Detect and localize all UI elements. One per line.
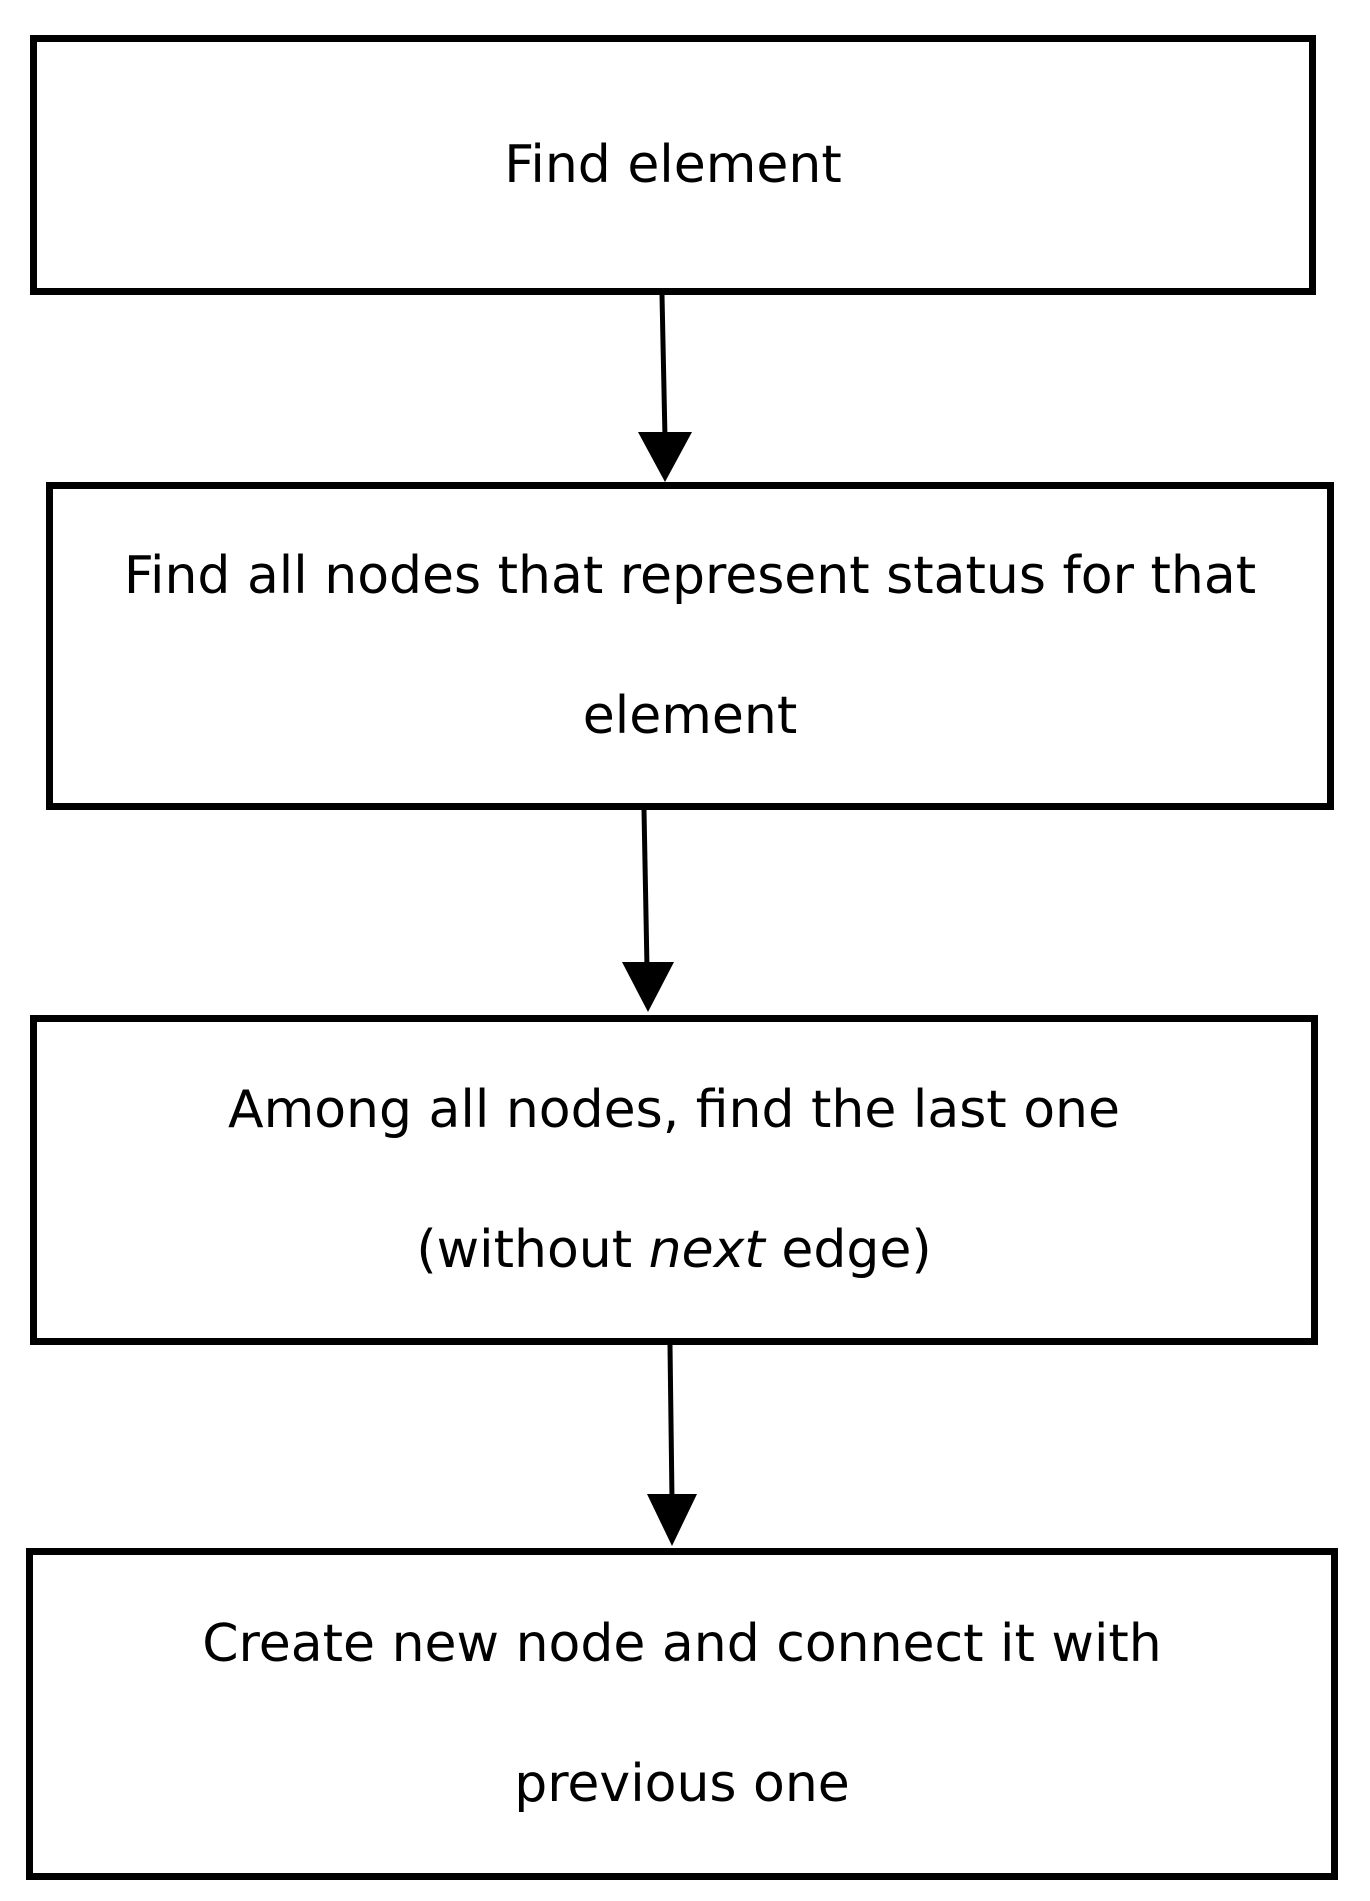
arrow-step3-to-step4-shaft bbox=[667, 1344, 675, 1501]
step-box-find-status-nodes-line1: Find all nodes that represent status for… bbox=[123, 546, 1257, 606]
step-box-find-status-nodes: Find all nodes that represent status for… bbox=[46, 482, 1334, 810]
arrow-step1-to-step2-head bbox=[638, 432, 692, 482]
step-box-find-last-node-line2-after: edge) bbox=[764, 1220, 932, 1280]
step-box-find-element-text: Find element bbox=[504, 135, 842, 195]
step-box-find-last-node-line2: (without next edge) bbox=[416, 1224, 931, 1276]
step-box-find-element: Find element bbox=[30, 35, 1316, 295]
step-box-create-node-line2: previous one bbox=[514, 1754, 850, 1814]
step-box-create-node: Create new node and connect it with prev… bbox=[26, 1548, 1338, 1880]
step-box-find-last-node-line2-before: (without bbox=[416, 1220, 649, 1280]
arrow-step1-to-step2-shaft bbox=[659, 294, 668, 439]
step-box-find-last-node-line2-emphasis: next bbox=[648, 1220, 765, 1280]
step-box-create-node-line1: Create new node and connect it with bbox=[202, 1614, 1162, 1674]
arrow-step3-to-step4 bbox=[647, 1344, 697, 1546]
arrow-step2-to-step3-shaft bbox=[641, 809, 650, 969]
arrow-step2-to-step3 bbox=[622, 809, 674, 1012]
arrow-step1-to-step2 bbox=[638, 294, 692, 482]
step-box-find-last-node: Among all nodes, find the last one (with… bbox=[30, 1015, 1318, 1345]
step-box-find-last-node-line1: Among all nodes, find the last one bbox=[228, 1080, 1120, 1140]
arrow-step2-to-step3-head bbox=[622, 962, 674, 1012]
arrow-step3-to-step4-head bbox=[647, 1494, 697, 1546]
step-box-find-status-nodes-line2: element bbox=[582, 686, 798, 746]
